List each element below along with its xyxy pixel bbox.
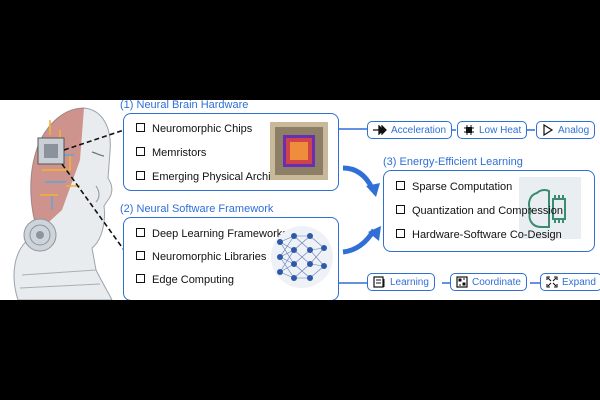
amplifier-icon	[542, 124, 554, 136]
checkbox-icon	[136, 171, 145, 180]
hardware-to-learning-arrow	[342, 165, 375, 190]
neural-network-image	[271, 226, 333, 288]
software-item: Neuromorphic Libraries	[136, 251, 266, 263]
checkbox-icon	[396, 181, 405, 190]
tag-coordinate: Coordinate	[450, 273, 527, 291]
tag-acceleration: Acceleration	[367, 121, 453, 139]
tag-analog: Analog	[536, 121, 596, 139]
robot-head-illustration	[13, 107, 113, 300]
checkbox-icon	[396, 229, 405, 238]
hardware-box: Neuromorphic Chips Memristors Emerging P…	[123, 113, 339, 191]
tag-learning: Learning	[367, 273, 435, 291]
checkbox-icon	[136, 147, 145, 156]
checkbox-icon	[136, 274, 145, 283]
learning-item: Sparse Computation	[396, 181, 512, 193]
checkbox-icon	[136, 251, 145, 260]
hardware-section-title: (1) Neural Brain Hardware	[120, 100, 249, 111]
software-item: Edge Computing	[136, 274, 234, 286]
checkbox-icon	[136, 123, 145, 132]
expand-icon	[546, 276, 558, 288]
tag-low-heat: Low Heat	[457, 121, 528, 139]
learning-item: Hardware-Software Co-Design	[396, 229, 562, 241]
software-item: Deep Learning Frameworks	[136, 228, 288, 240]
neuromorphic-chip-image	[270, 122, 328, 180]
flow-arrows	[339, 128, 540, 284]
software-box: Deep Learning Frameworks Neuromorphic Li…	[123, 217, 339, 300]
book-icon	[373, 276, 386, 288]
hardware-item: Neuromorphic Chips	[136, 123, 252, 135]
learning-item: Quantization and Compression	[396, 205, 563, 217]
learning-section-title: (3) Energy-Efficient Learning	[383, 156, 523, 168]
learning-box: Sparse Computation Quantization and Comp…	[383, 170, 595, 252]
fast-forward-icon	[373, 125, 387, 135]
dashed-connectors	[61, 129, 125, 251]
tag-expand: Expand	[540, 273, 600, 291]
chip-icon	[463, 124, 475, 136]
checkbox-icon	[136, 228, 145, 237]
diagram-canvas: (1) Neural Brain Hardware Neuromorphic C…	[0, 100, 600, 300]
checkbox-icon	[396, 205, 405, 214]
software-to-learning-arrow	[342, 228, 377, 255]
software-section-title: (2) Neural Software Framework	[120, 203, 274, 215]
hardware-item: Memristors	[136, 147, 206, 159]
grid-icon	[456, 276, 468, 288]
brain-chip-icon	[519, 177, 581, 239]
